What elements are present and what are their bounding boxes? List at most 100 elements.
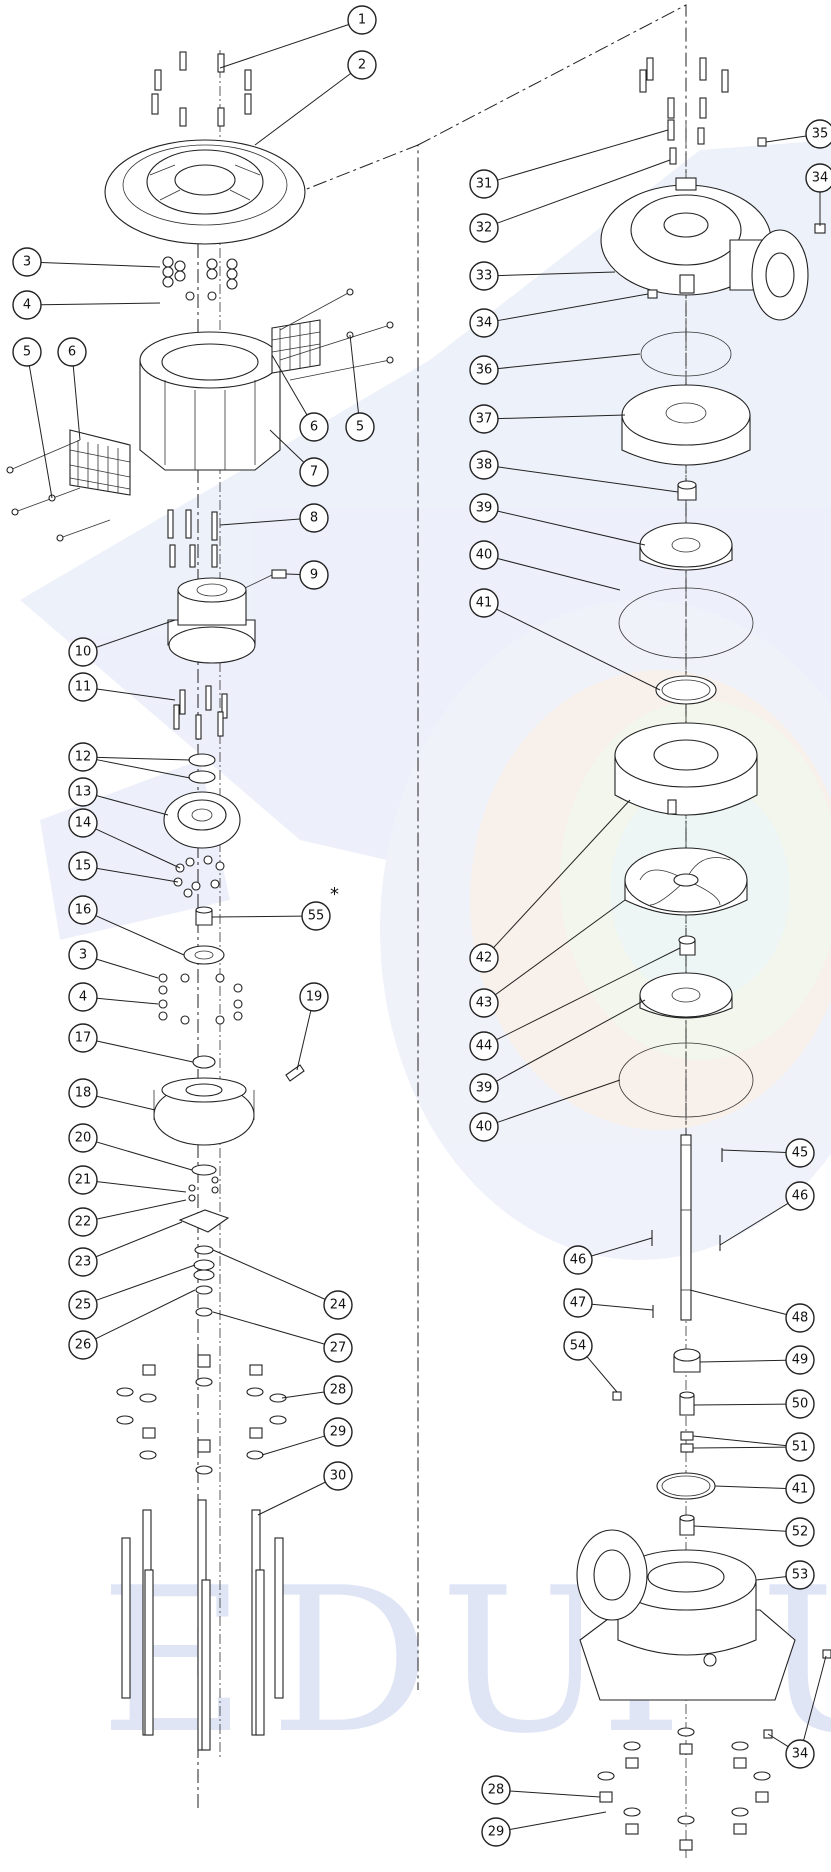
svg-text:D: D <box>270 1545 430 1778</box>
callout-41: 41 <box>785 1474 815 1504</box>
leader-line-40 <box>497 558 621 591</box>
callout-3: 3 <box>68 940 98 970</box>
leader-line-25 <box>96 1264 196 1301</box>
callout-circle <box>785 1138 815 1168</box>
leader-line-21 <box>96 1181 187 1193</box>
callout-number: 29 <box>330 1425 347 1440</box>
leader-line-24 <box>212 1249 326 1300</box>
guard-screws <box>6 288 394 542</box>
leader-line-15 <box>96 867 179 883</box>
callout-37: 37 <box>469 404 499 434</box>
leader-line-47 <box>591 1303 654 1311</box>
bearing-housing-13 <box>163 753 241 849</box>
callout-55: 55 <box>301 901 331 931</box>
callout-number: 54 <box>570 1339 587 1354</box>
callout-number: 40 <box>476 1120 493 1135</box>
callout-15: 15 <box>68 851 98 881</box>
callout-number: 43 <box>476 996 493 1011</box>
callout-circle <box>68 940 98 970</box>
callout-circle <box>323 1333 353 1363</box>
leader-line-43 <box>495 899 626 996</box>
screws-top <box>151 51 252 127</box>
leader-line-27 <box>212 1311 325 1345</box>
callout-number: 3 <box>79 948 87 963</box>
callout-42: 42 <box>469 943 499 973</box>
callout-53: 53 <box>785 1560 815 1590</box>
callout-32: 32 <box>469 213 499 243</box>
callout-circle <box>469 261 499 291</box>
leader-line-28 <box>509 1790 601 1798</box>
callout-number: 30 <box>330 1469 347 1484</box>
callout-circle <box>12 247 42 277</box>
callout-8: 8 <box>299 503 329 533</box>
callout-number: 40 <box>476 548 493 563</box>
callout-number: 21 <box>75 1173 92 1188</box>
callout-circle <box>469 1073 499 1103</box>
callout-36: 36 <box>469 355 499 385</box>
callout-circle <box>785 1345 815 1375</box>
callout-number: 39 <box>476 501 493 516</box>
callout-number: 3 <box>23 255 31 270</box>
callout-circle <box>299 412 329 442</box>
callout-number: 5 <box>356 420 364 435</box>
callout-40: 40 <box>469 540 499 570</box>
pins-32 <box>669 127 705 165</box>
leader-line-40 <box>497 1079 621 1123</box>
sleeve-55-bearing-16 <box>183 906 225 965</box>
frame-right <box>417 4 687 1200</box>
callout-number: 25 <box>75 1298 92 1313</box>
leader-line-4 <box>96 997 159 1005</box>
callout-circle <box>68 1078 98 1108</box>
callout-circle <box>469 213 499 243</box>
impeller-43 <box>624 847 748 916</box>
leader-line-14 <box>95 828 181 869</box>
callout-circle <box>469 355 499 385</box>
callout-circle <box>785 1474 815 1504</box>
leader-line-6 <box>271 354 308 416</box>
leader-line-39 <box>497 510 646 546</box>
o-ring-36 <box>640 331 732 377</box>
callout-circle <box>68 637 98 667</box>
top-flange <box>104 139 306 245</box>
callout-circle <box>57 337 87 367</box>
callout-circle <box>481 1817 511 1847</box>
callout-3: 3 <box>12 247 42 277</box>
callout-number: 42 <box>476 951 493 966</box>
callout-circle <box>323 1461 353 1491</box>
callout-circle <box>469 404 499 434</box>
callout-23: 23 <box>68 1247 98 1277</box>
callout-41: 41 <box>469 588 499 618</box>
nuts-washers-3-4-upper <box>162 256 238 301</box>
callout-16: 16 <box>68 895 98 925</box>
callout-circle <box>469 988 499 1018</box>
tie-rods-30 <box>121 1499 284 1751</box>
callout-11: 11 <box>68 672 98 702</box>
callout-number: 41 <box>792 1482 809 1497</box>
leader-line-5 <box>349 334 359 414</box>
callout-circle <box>12 290 42 320</box>
leader-line-7 <box>269 429 305 463</box>
ring-41-upper <box>655 675 717 705</box>
callout-circle <box>469 493 499 523</box>
leader-line-34 <box>497 293 649 322</box>
callout-number: 5 <box>23 345 31 360</box>
leader-line-13 <box>96 795 169 816</box>
leader-line-52 <box>693 1525 787 1532</box>
callout-46: 46 <box>785 1181 815 1211</box>
callout-circle <box>68 1290 98 1320</box>
callout-circle <box>68 808 98 838</box>
callout-number: 46 <box>570 1253 587 1268</box>
callout-circle <box>785 1560 815 1590</box>
callout-number: 46 <box>792 1189 809 1204</box>
callout-29: 29 <box>323 1417 353 1447</box>
callout-circle <box>12 337 42 367</box>
callout-number: 41 <box>476 596 493 611</box>
callout-circle <box>785 1517 815 1547</box>
callout-30: 30 <box>323 1461 353 1491</box>
callout-27: 27 <box>323 1333 353 1363</box>
leader-line-2 <box>254 72 352 146</box>
callout-51: 51 <box>785 1432 815 1462</box>
callout-number: 33 <box>476 269 493 284</box>
callout-circle <box>563 1331 593 1361</box>
callout-circle <box>68 982 98 1012</box>
